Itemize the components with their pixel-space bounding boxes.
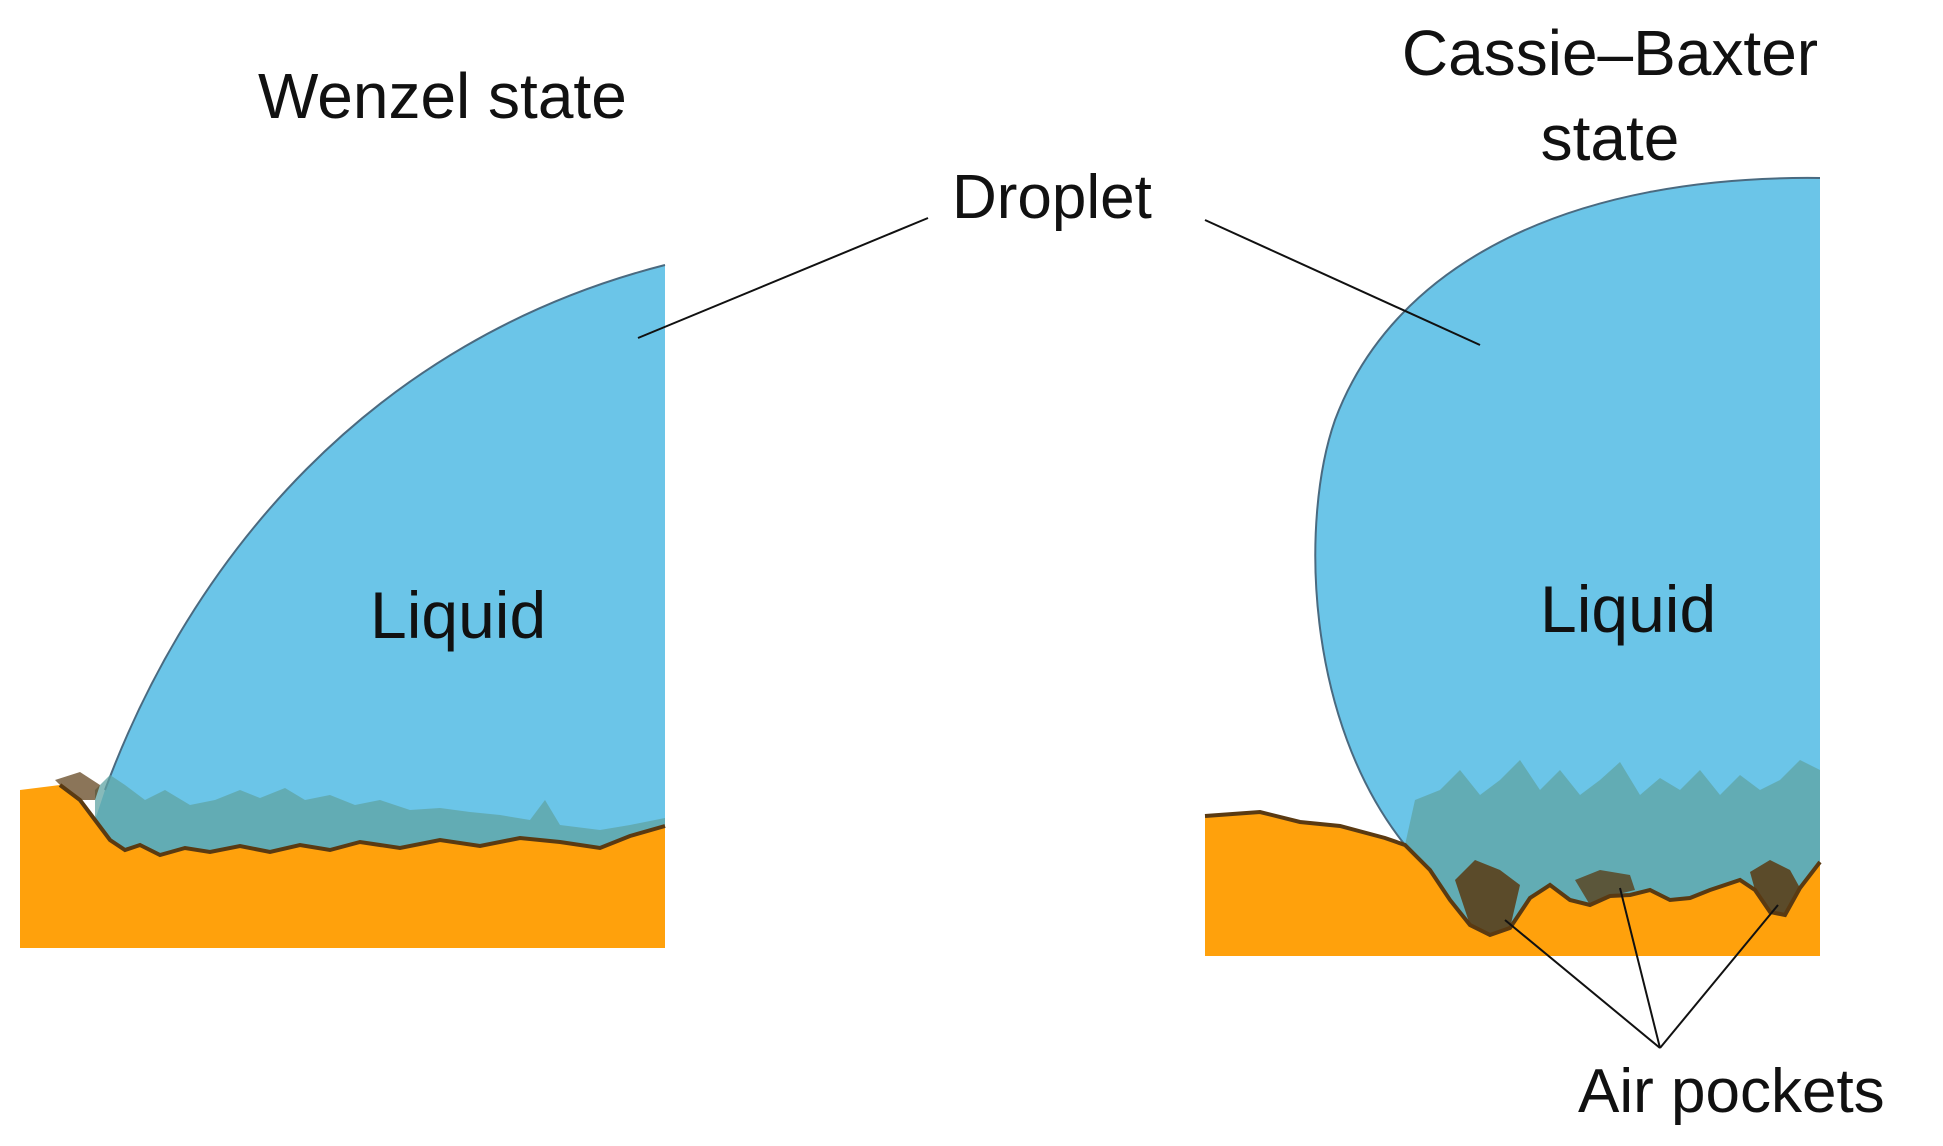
air-pocket-leader-2 <box>1619 887 1661 1049</box>
cassie-air-pocket-1 <box>1455 860 1520 935</box>
cassie-liquid-label: Liquid <box>1540 572 1716 646</box>
wenzel-liquid-label: Liquid <box>370 578 546 652</box>
wenzel-droplet-outline <box>104 264 666 791</box>
droplet-label: Droplet <box>952 163 1152 232</box>
wenzel-droplet <box>95 265 665 855</box>
wenzel-panel: Wenzel state Liquid <box>20 60 666 948</box>
callouts: Droplet Air pockets <box>637 163 1885 1126</box>
droplet-leader-right <box>1204 219 1481 346</box>
air-pocket-leader-3 <box>1659 904 1779 1049</box>
wenzel-surface-edge <box>58 783 666 858</box>
wenzel-substrate <box>20 785 665 948</box>
cassie-air-pocket-3 <box>1750 860 1800 915</box>
cassie-title-line1: Cassie–Baxter <box>1402 17 1818 89</box>
cassie-droplet <box>1315 177 1820 935</box>
cassie-panel: Cassie–Baxter state Liquid <box>1204 17 1822 956</box>
air-pocket-leader-1 <box>1504 919 1661 1049</box>
cassie-droplet-outline <box>1314 176 1821 846</box>
air-pockets-label: Air pockets <box>1578 1057 1885 1126</box>
cassie-title-line2: state <box>1541 102 1680 174</box>
cassie-surface-edge <box>1204 809 1822 938</box>
cassie-substrate <box>1205 812 1820 956</box>
cassie-air-pocket-2 <box>1575 870 1635 905</box>
wenzel-contact-rim <box>55 772 100 800</box>
wenzel-roughness <box>95 775 665 855</box>
wenzel-title: Wenzel state <box>258 60 627 132</box>
droplet-leader-left <box>637 217 929 339</box>
